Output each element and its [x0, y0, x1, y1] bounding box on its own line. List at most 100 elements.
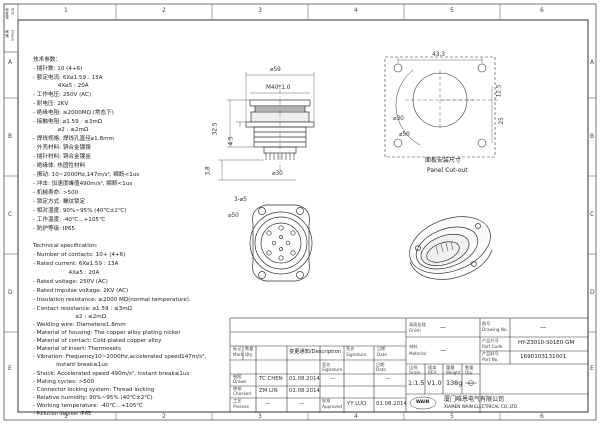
weight-label-en: Weight — [446, 370, 461, 375]
spec-cn-line: 4X⌀5 : 20A — [33, 83, 89, 89]
spec-en-line: instant break≤1us — [33, 362, 108, 368]
zone-row-d-right: D — [590, 289, 595, 296]
part-no-label-en: Part No. — [482, 357, 499, 362]
zone-row-b: B — [8, 133, 13, 140]
process-label-cn: 工艺 — [233, 398, 242, 403]
process-name: — — [265, 401, 271, 407]
spec-en-line: - Rated current: 6X⌀1.59 : 13A — [33, 261, 119, 267]
rev-qty-label-en: Qty — [245, 352, 253, 357]
spec-en-line: - Vibration: Frequency10~2000Hz,accelera… — [33, 354, 207, 360]
spec-cn-line: - 锁定方式: 螺纹锁定 — [33, 199, 86, 205]
checked-label-cn: 审核 — [233, 386, 242, 391]
side-stamp-3: Check — [10, 30, 15, 42]
company-en: XIAMEN WAIN ELECTRICAL CO.,LTD — [444, 404, 518, 409]
spec-en-line: - Connector locking system: Thread locki… — [33, 387, 155, 393]
scale-value: 1:1.5 — [408, 379, 425, 387]
rev-value: V1.0 — [427, 379, 442, 387]
spec-en-line: - Relative humidity: 90%~95% (40℃±2℃) — [33, 395, 153, 401]
spec-en-line: Technical specification: — [33, 243, 98, 249]
spec-en-line: - Insulation resistance: ≥2000 MΩ(normal… — [33, 297, 191, 303]
spec-en-line: - Material of insert: Thermosets — [33, 346, 122, 352]
spec-en-line: ⌀2 : ≤2mΩ — [33, 314, 107, 320]
approved-label-en: Approved — [322, 404, 343, 409]
rev-label-cn: 版本 — [428, 365, 437, 370]
spec-en-line: - Material of contact: Cold-plated coppe… — [33, 338, 162, 344]
drawn-label-en: Drawn — [233, 379, 247, 384]
dim-d25: 25 — [498, 117, 505, 125]
spec-cn-line: - 插针数: 10 (4+6) — [33, 66, 83, 72]
part-code-label-cn: 产品代号 — [482, 338, 499, 343]
checked-label-en: Checked — [233, 391, 251, 396]
front-view — [249, 204, 313, 282]
part-no-value: 1690103131001 — [520, 354, 567, 360]
spec-en-line: - Pollution degree: IP65 — [33, 411, 92, 417]
spec-en-line: - Material of housing: The copper alloy … — [33, 330, 180, 336]
spec-cn-line: - 接触电阻: ⌀1.59 : ≤3mΩ — [33, 119, 103, 125]
qty-label-cn: 数量 — [465, 365, 474, 370]
material-label-cn: 材料 — [409, 344, 418, 349]
zone-row-c: C — [8, 211, 13, 218]
iso-view — [409, 216, 493, 280]
company-cn: 厦门唯恩电气有限公司 — [444, 396, 505, 403]
rev-date-label-cn: 日期 — [377, 346, 386, 351]
date-label-en: Date — [376, 367, 387, 372]
dim-d50-front: ⌀50 — [228, 213, 239, 219]
date-label-cn: 日期 — [376, 362, 385, 367]
spec-en-line: - Rated impulse voltage: 2KV (AC) — [33, 288, 129, 294]
rev-sign-label-cn: 签名 — [346, 346, 355, 351]
checked-date: 01.08.2014 — [289, 388, 320, 394]
rev-desc-label: 变更通知/Description — [289, 349, 342, 355]
drawing-no-value: — — [540, 324, 547, 331]
dim-d30: ⌀30 — [272, 171, 283, 177]
zone-col-2: 2 — [162, 7, 166, 14]
spec-cn-line: - 绝缘电阻: ≥2000MΩ (常态下) — [33, 110, 114, 116]
finish-value: — — [440, 324, 447, 331]
zone-col-3-bottom: 3 — [258, 413, 262, 420]
spec-cn-line: 技术参数： — [33, 57, 61, 63]
zone-col-1-bottom: 1 — [64, 413, 68, 420]
dim-d38: 3.8 — [205, 166, 212, 176]
drawing-no-label-cn: 图号 — [482, 321, 491, 326]
rev-sign-label-en: Signature — [346, 352, 367, 357]
spec-cn-line: - 工作电压: 250V (AC) — [33, 92, 92, 98]
zone-ticks — [4, 4, 596, 420]
drawing-no-label-en: Drawing No. — [482, 327, 508, 332]
dim-d59: ⌀59 — [270, 67, 281, 73]
side-view-dims — [218, 72, 315, 181]
sign-label-en: Signature — [322, 367, 343, 372]
dim-d433: 43.3 — [432, 52, 445, 58]
dim-d325: 32.5 — [212, 122, 219, 136]
cutout-dims — [397, 57, 498, 143]
finish-label-en: Finish — [409, 328, 421, 333]
zone-row-e-right: E — [590, 365, 594, 372]
approved-name: YY LUO — [347, 401, 367, 407]
dim-d50-cutout: ⌀50 — [399, 132, 410, 138]
spec-en-line: - Working temperature: -40℃...+105℃ — [33, 403, 143, 409]
part-code-label-en: Part Code — [482, 344, 503, 349]
drawn-extra: — — [385, 376, 391, 382]
scale-label-cn: 比例 — [409, 365, 418, 370]
process-date: — — [299, 401, 305, 407]
material-label-en: Material — [409, 351, 427, 356]
checked-name: ZM LIN — [259, 388, 278, 394]
dim-d45: 4.5 — [228, 136, 235, 146]
side-stamp-2: 审核 — [5, 30, 10, 38]
rev-mark-label-cn: 标记 — [233, 346, 242, 351]
spec-cn-line: - 绝缘体: 热固性材料 — [33, 163, 86, 169]
side-stamp-0: 标准化 — [5, 8, 10, 19]
spec-en-line: - Shock: Accelerated speed 490m/s², inst… — [33, 371, 190, 377]
zone-col-4: 4 — [354, 7, 358, 14]
spec-en-line: - Mating cycles: >500 — [33, 379, 95, 385]
dim-d30-cutout: ⌀30 — [393, 116, 404, 122]
zone-col-6: 6 — [540, 7, 544, 14]
drawn-sign: — — [330, 376, 336, 382]
weight-value: 138g — [446, 379, 463, 387]
process-label-en: Process — [233, 404, 249, 409]
spec-cn-line: - 耐电压: 2KV — [33, 101, 69, 107]
zone-row-c-right: C — [590, 211, 595, 218]
rev-label-en: REV. — [428, 370, 438, 375]
finish-label-cn: 表面处理 — [409, 322, 426, 327]
spec-en-line: - Rated voltage: 250V (AC) — [33, 279, 108, 285]
weight-label-cn: 重量 — [446, 365, 455, 370]
